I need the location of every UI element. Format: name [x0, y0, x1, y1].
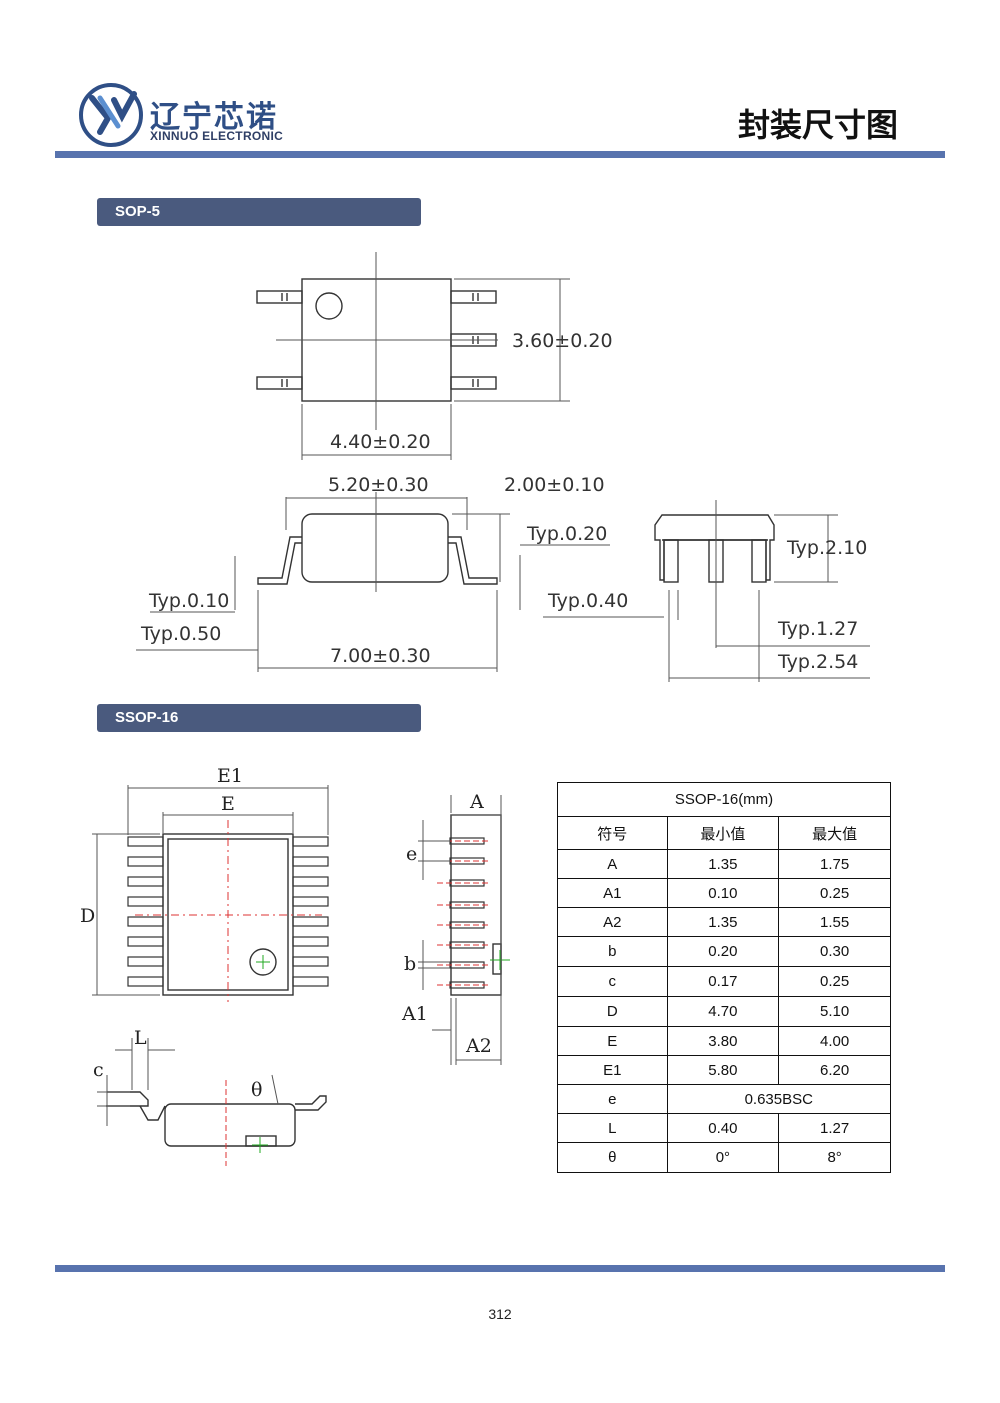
- cell-symbol: e: [557, 1084, 668, 1114]
- table-row: e 0.635BSC: [557, 1084, 892, 1114]
- ssop16-sym-d: D: [80, 905, 95, 927]
- sop5-drawing: 3.60±0.20 4.40±0.20 5.20±0.30 2.00±0.10 …: [136, 252, 870, 682]
- cell-min: 3.80: [666, 1026, 780, 1056]
- sop5-dim-body-height: 3.60±0.20: [512, 330, 613, 352]
- table-row: b 0.20 0.30: [557, 936, 891, 967]
- table-row: E 3.80 4.00: [557, 1026, 891, 1056]
- footer-divider: [55, 1265, 945, 1272]
- table-row: A 1.35 1.75: [557, 849, 891, 879]
- ssop16-sym-e-top: E: [221, 793, 235, 815]
- ssop16-sym-theta: θ: [251, 1079, 262, 1101]
- ssop16-sym-b: b: [404, 953, 416, 975]
- cell-span-value: 0.635BSC: [666, 1084, 892, 1114]
- cell-min: 0.17: [666, 966, 780, 997]
- sop5-dim-typ-020: Typ.0.20: [526, 523, 607, 545]
- page-title: 封装尺寸图: [737, 106, 898, 144]
- table-row: θ 0° 8°: [557, 1142, 891, 1173]
- cell-min: 4.70: [666, 996, 780, 1027]
- sop5-dim-side-body-width: 5.20±0.30: [328, 474, 429, 496]
- cell-min: 1.35: [666, 849, 780, 879]
- cell-min: 0.20: [666, 936, 780, 967]
- cell-min: 0°: [666, 1142, 780, 1173]
- sop5-dim-side-height: 2.00±0.10: [504, 474, 605, 496]
- ssop16-sym-e1-top: E1: [217, 765, 243, 787]
- cell-max: 0.30: [778, 936, 891, 967]
- table-row: D 4.70 5.10: [557, 996, 891, 1027]
- table-row: c 0.17 0.25: [557, 966, 891, 997]
- sop5-dim-typ-210: Typ.2.10: [786, 537, 867, 559]
- cell-symbol: θ: [557, 1142, 668, 1173]
- ssop16-drawing: E1 E D A e b A1 A2: [80, 765, 510, 1166]
- section-tab-ssop16: SSOP-16: [97, 704, 421, 732]
- cell-min: 1.35: [666, 907, 780, 937]
- ssop16-spec-table: SSOP-16(mm) 符号 最小值 最大值 A 1.35 1.75 A1 0.…: [557, 782, 892, 1173]
- cell-symbol: D: [557, 996, 668, 1027]
- cell-min: 0.40: [666, 1113, 780, 1143]
- cell-max: 0.25: [778, 966, 891, 997]
- cell-max: 1.75: [778, 849, 891, 879]
- sop5-dim-typ-040: Typ.0.40: [547, 590, 628, 612]
- table-header-max: 最大值: [778, 816, 891, 850]
- sop5-dim-typ-010: Typ.0.10: [148, 590, 229, 612]
- cell-min: 0.10: [666, 878, 780, 908]
- ssop16-sym-a2: A2: [465, 1035, 492, 1057]
- table-header-min: 最小值: [666, 816, 780, 850]
- cell-symbol: E: [557, 1026, 668, 1056]
- page-number: 312: [488, 1306, 512, 1322]
- ssop16-sym-a1: A1: [401, 1003, 428, 1025]
- cell-symbol: A1: [557, 878, 668, 908]
- header-divider: [55, 151, 945, 158]
- table-row: E1 5.80 6.20: [557, 1055, 891, 1085]
- sop5-dim-typ-254: Typ.2.54: [777, 651, 858, 673]
- sop5-dim-typ-127: Typ.1.27: [777, 618, 858, 640]
- cell-min: 5.80: [666, 1055, 780, 1085]
- ssop16-sym-e-pitch: e: [406, 843, 417, 865]
- sop5-dim-typ-050: Typ.0.50: [140, 623, 221, 645]
- cell-max: 1.55: [778, 907, 891, 937]
- ssop16-sym-a: A: [469, 791, 484, 813]
- cell-max: 6.20: [778, 1055, 891, 1085]
- table-row: L 0.40 1.27: [557, 1113, 891, 1143]
- cell-max: 8°: [778, 1142, 891, 1173]
- cell-symbol: A: [557, 849, 668, 879]
- table-header-symbol: 符号: [557, 816, 668, 850]
- cell-symbol: E1: [557, 1055, 668, 1085]
- table-row: A2 1.35 1.55: [557, 907, 891, 937]
- table-title: SSOP-16(mm): [557, 782, 891, 817]
- ssop16-sym-l: L: [134, 1027, 147, 1049]
- sop5-dim-body-width: 4.40±0.20: [330, 431, 431, 453]
- sop5-dim-overall: 7.00±0.30: [330, 645, 431, 667]
- cell-symbol: A2: [557, 907, 668, 937]
- table-row: A1 0.10 0.25: [557, 878, 891, 908]
- cell-max: 5.10: [778, 996, 891, 1027]
- cell-symbol: b: [557, 936, 668, 967]
- cell-symbol: L: [557, 1113, 668, 1143]
- brand-name-en: XINNUO ELECTRONIC: [150, 129, 284, 143]
- section-tab-sop5: SOP-5: [97, 198, 421, 226]
- xn-swoosh-logo-icon: [79, 83, 143, 147]
- cell-max: 4.00: [778, 1026, 891, 1056]
- ssop16-sym-c: c: [93, 1059, 104, 1081]
- cell-max: 1.27: [778, 1113, 891, 1143]
- cell-symbol: c: [557, 966, 668, 997]
- brand-name-cn: 辽宁芯诺: [150, 100, 278, 135]
- cell-max: 0.25: [778, 878, 891, 908]
